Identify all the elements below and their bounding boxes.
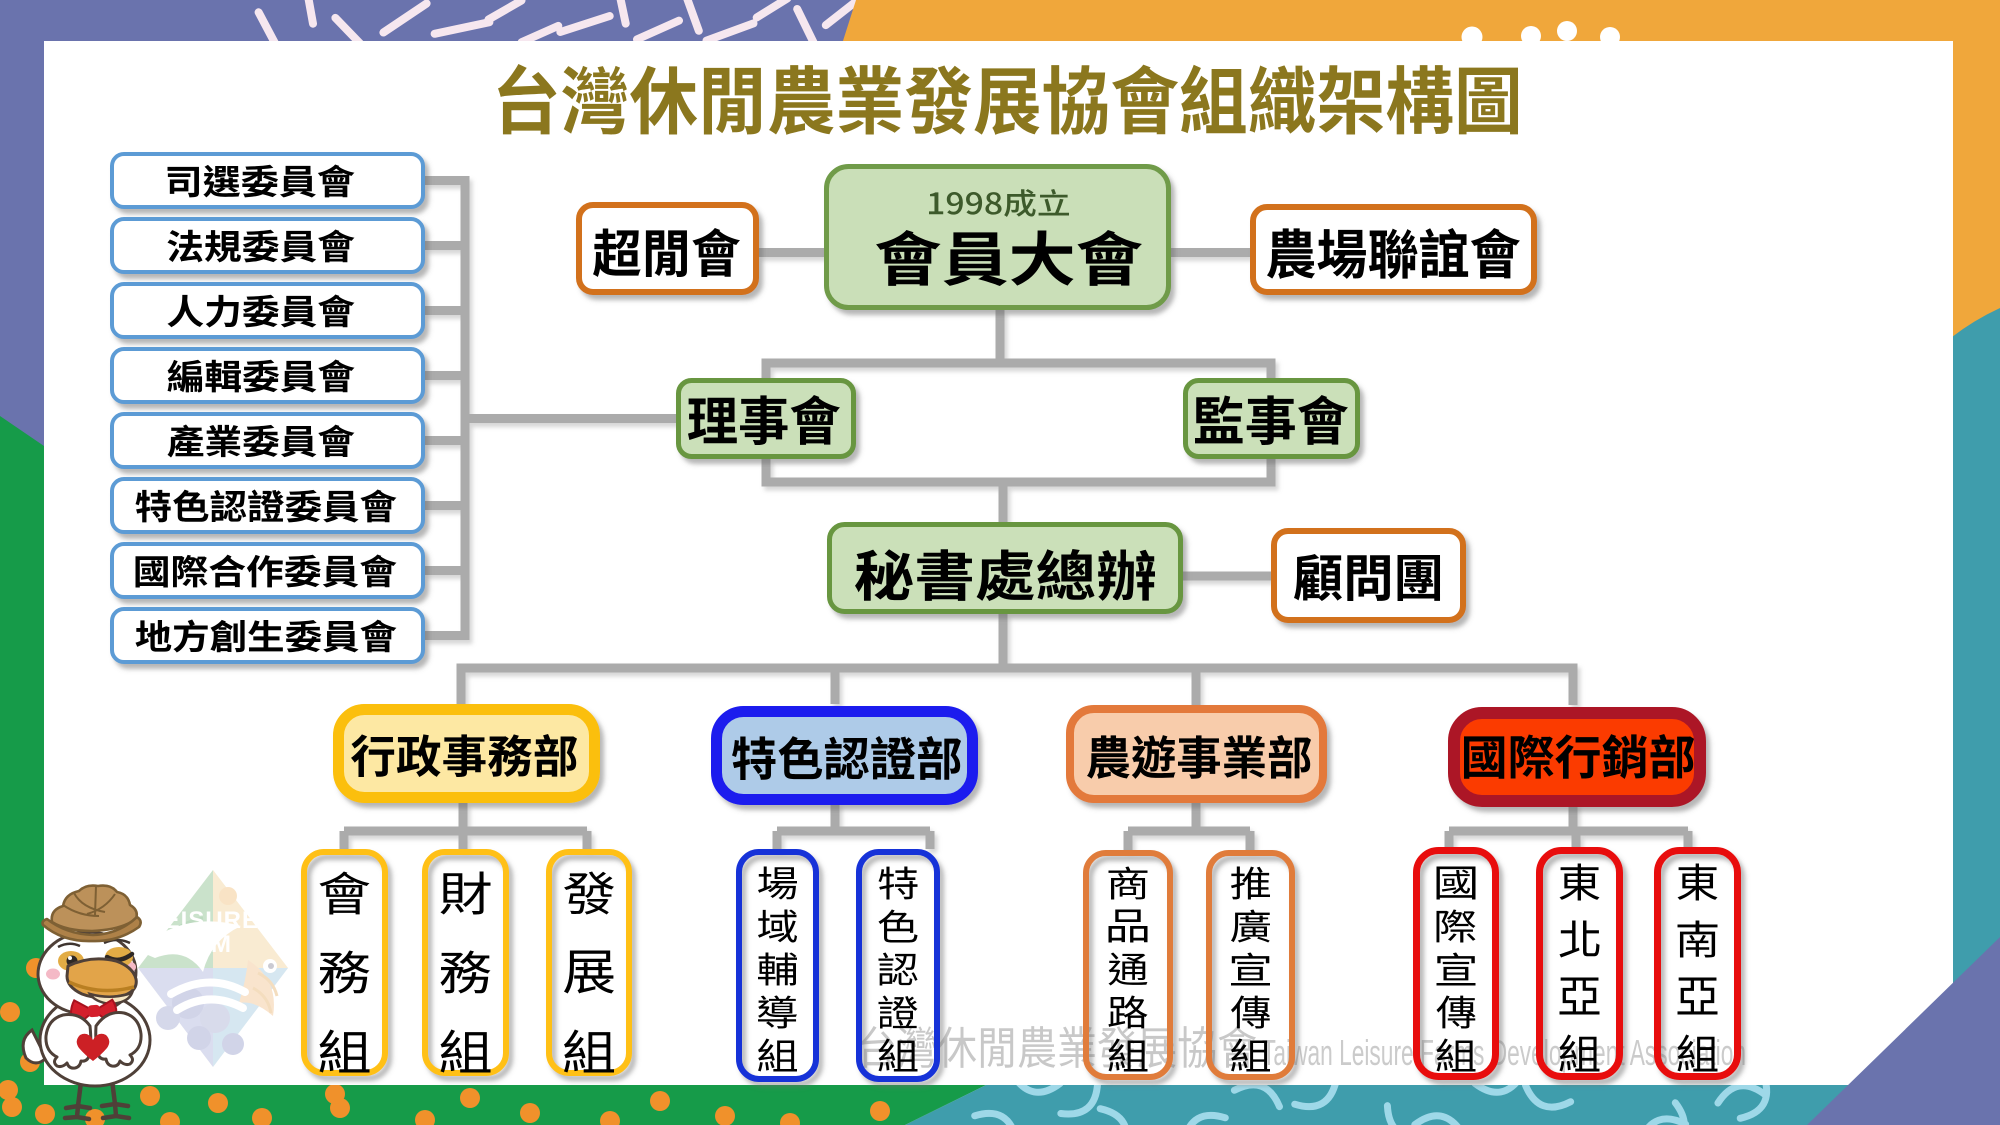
svg-text:LEISURE: LEISURE	[148, 907, 259, 934]
svg-text:FARM: FARM	[160, 931, 232, 958]
svg-text:Taiwan Leisure Farms Developme: Taiwan Leisure Farms Development Associa…	[1262, 1032, 1746, 1073]
